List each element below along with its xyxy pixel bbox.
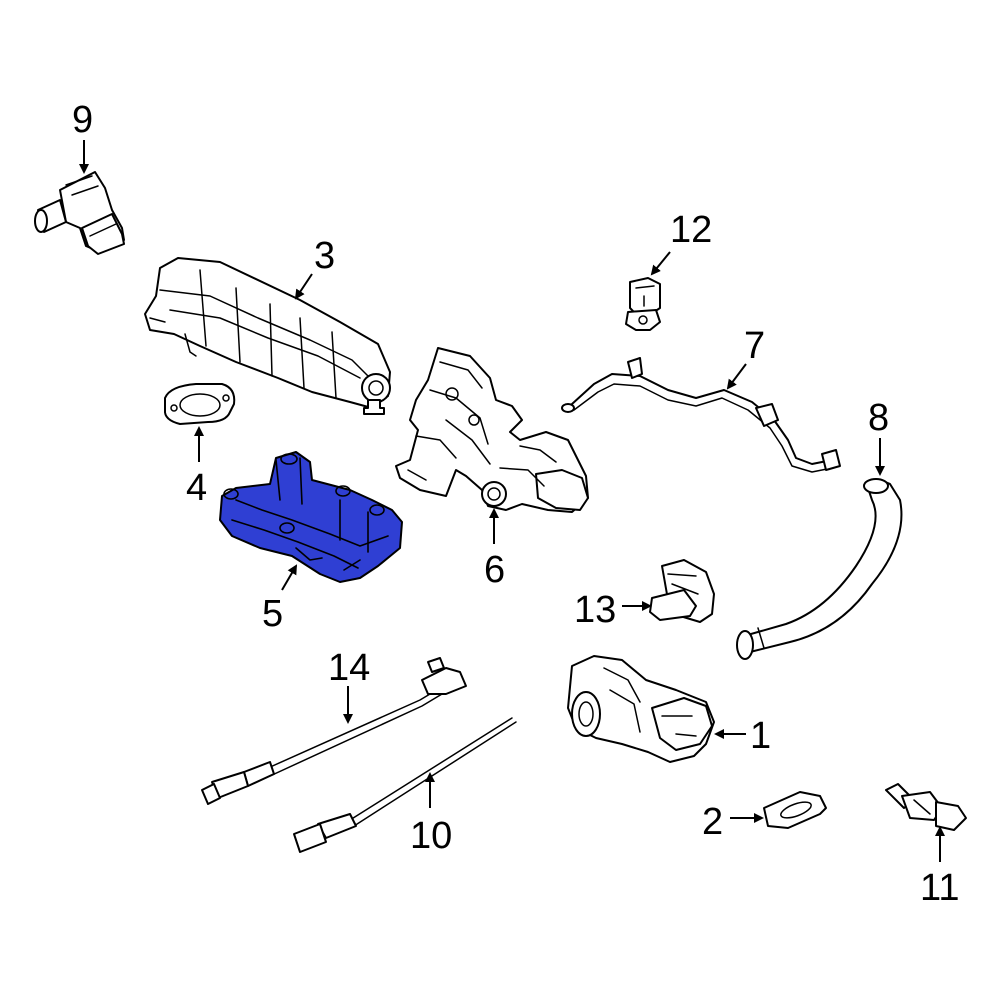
callout-9: 9 xyxy=(72,99,93,141)
part-3-egr-cooler[interactable] xyxy=(144,257,391,415)
callout-1: 1 xyxy=(750,715,771,757)
callout-14: 14 xyxy=(328,647,370,689)
part-4-gasket[interactable] xyxy=(163,383,236,425)
callout-6: 6 xyxy=(484,549,505,591)
part-12-switch[interactable] xyxy=(625,277,661,331)
part-10-o2-sensor[interactable] xyxy=(293,717,517,853)
callout-11: 11 xyxy=(920,867,959,909)
callout-2: 2 xyxy=(702,801,723,843)
callout-4: 4 xyxy=(186,467,207,509)
part-1-egr-valve[interactable] xyxy=(567,655,715,763)
callout-3: 3 xyxy=(314,235,335,277)
part-2-gasket[interactable] xyxy=(763,791,827,829)
callout-5: 5 xyxy=(262,593,283,635)
callout-13: 13 xyxy=(574,589,616,631)
callout-labels: 9 3 4 5 6 7 8 12 13 1 2 11 14 10 xyxy=(72,99,959,909)
callout-12: 12 xyxy=(670,209,712,251)
part-13-sensor[interactable] xyxy=(649,559,715,623)
part-14-o2-sensor[interactable] xyxy=(201,657,467,805)
part-8-hose[interactable] xyxy=(736,478,903,660)
part-9-sensor[interactable] xyxy=(34,171,125,255)
part-7-pipe[interactable] xyxy=(561,357,841,473)
leader-lines xyxy=(79,140,945,862)
callout-7: 7 xyxy=(744,325,765,367)
callout-8: 8 xyxy=(868,397,889,439)
part-6-valve-assembly[interactable] xyxy=(395,347,589,513)
callout-10: 10 xyxy=(410,815,452,857)
part-5-highlighted-base[interactable] xyxy=(219,451,403,583)
part-11-sensor[interactable] xyxy=(885,783,967,831)
